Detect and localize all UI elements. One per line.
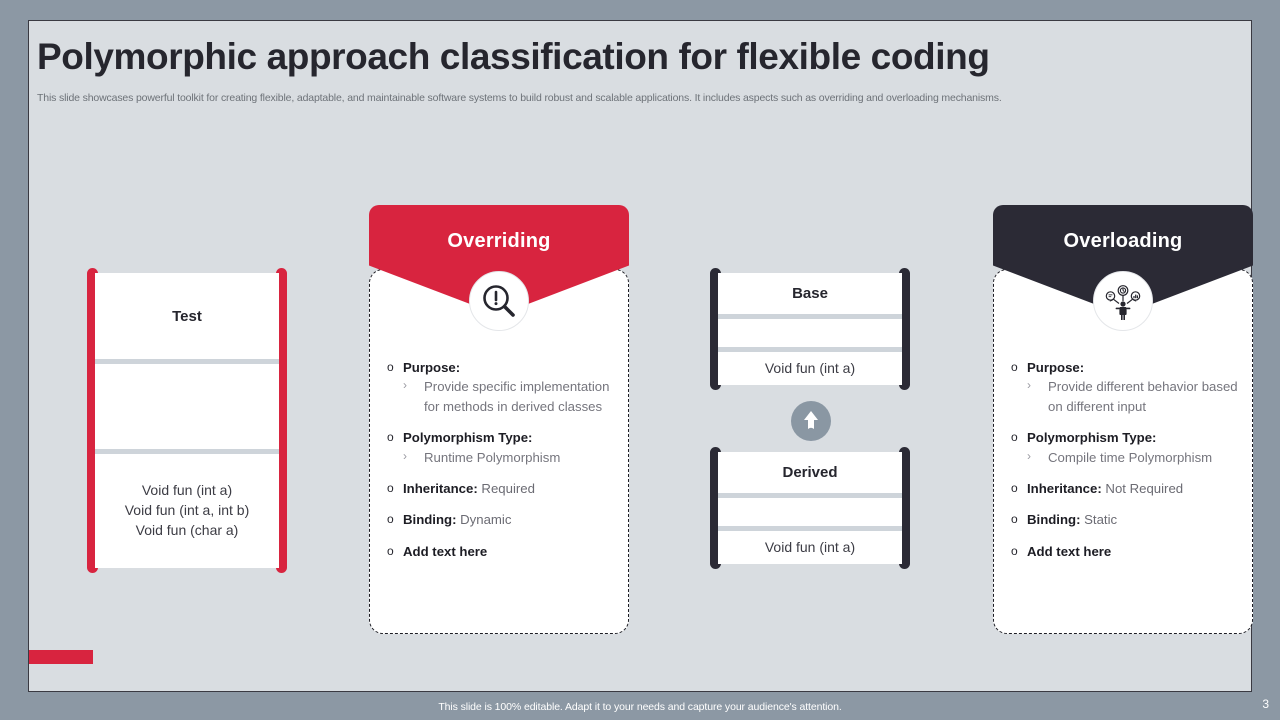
bullet-marker-icon: o: [1011, 481, 1018, 496]
inheritance-arrow-up-icon: [791, 401, 831, 441]
bullet-text: Polymorphism Type:: [403, 430, 533, 446]
bullet-sub-text: Compile time Polymorphism: [1048, 449, 1213, 465]
bullet-group: o Inheritance: Required: [387, 479, 619, 498]
bullet-group: o Purpose: › Provide specific implementatio…: [387, 358, 619, 416]
page-subtitle: This slide showcases powerful toolkit fo…: [37, 92, 1002, 104]
bullet-item: o Binding: Dynamic: [387, 510, 619, 529]
magnifier-exclamation-icon: [469, 271, 529, 331]
overriding-card: Overriding o Purpose: › Provide specific im…: [369, 205, 629, 634]
derived-class-box: Derived Void fun (int a): [710, 447, 910, 569]
page-title: Polymorphic approach classification for …: [37, 36, 990, 77]
test-box-methods: Void fun (int a) Void fun (int a, int b)…: [95, 449, 279, 568]
bullet-sub-text: Runtime Polymorphism: [424, 449, 561, 465]
bullet-item: o Polymorphism Type:: [387, 428, 619, 447]
sub-bullet-chevron-icon: ›: [1027, 448, 1031, 463]
sub-bullet-chevron-icon: ›: [403, 448, 407, 463]
bullet-text: Inheritance: Not Required: [1027, 481, 1184, 497]
bullet-text: Add text here: [1027, 543, 1112, 559]
test-box-title: Test: [172, 307, 202, 325]
derived-box-empty-section: [718, 493, 902, 526]
overloading-bullet-list: o Purpose: › Provide different behavior bas…: [1011, 358, 1243, 573]
sub-bullet-chevron-icon: ›: [403, 378, 407, 393]
derived-box-right-bar: [899, 447, 910, 569]
bullet-marker-icon: o: [387, 481, 394, 496]
bullet-sub-item: › Provide specific implementation for met…: [387, 377, 619, 416]
page-number: 3: [1262, 697, 1269, 711]
bullet-group: o Add text here: [1011, 542, 1243, 561]
base-box-left-bar: [710, 268, 721, 390]
sub-bullet-chevron-icon: ›: [1027, 378, 1031, 393]
derived-box-inner: Derived Void fun (int a): [718, 452, 902, 564]
bullet-marker-icon: o: [1011, 430, 1018, 445]
bullet-item: o Binding: Static: [1011, 510, 1243, 529]
bullet-sub-item: › Runtime Polymorphism: [387, 448, 619, 467]
derived-box-left-bar: [710, 447, 721, 569]
bullet-sub-text: Provide different behavior based on diff…: [1048, 379, 1238, 414]
bottom-accent-bar: [29, 650, 93, 664]
bullet-item: o Add text here: [387, 542, 619, 561]
test-box-left-bar: [87, 268, 98, 573]
bullet-text: Binding: Dynamic: [403, 512, 512, 528]
bullet-item: o Purpose:: [1011, 358, 1243, 377]
bullet-item: o Inheritance: Required: [387, 479, 619, 498]
bullet-marker-icon: o: [387, 543, 394, 558]
test-box-empty-section: [95, 359, 279, 449]
person-speech-bubbles-icon: [1093, 271, 1153, 331]
base-box-title: Base: [792, 285, 828, 302]
test-box-right-bar: [276, 268, 287, 573]
bullet-marker-icon: o: [387, 512, 394, 527]
bullet-group: o Polymorphism Type: › Compile time Polymor…: [1011, 428, 1243, 467]
derived-box-method: Void fun (int a): [718, 526, 902, 564]
bullet-marker-icon: o: [1011, 512, 1018, 527]
bullet-item: o Inheritance: Not Required: [1011, 479, 1243, 498]
bullet-marker-icon: o: [387, 360, 394, 374]
bullet-group: o Inheritance: Not Required: [1011, 479, 1243, 498]
bullet-group: o Purpose: › Provide different behavior bas…: [1011, 358, 1243, 416]
bullet-text: Polymorphism Type:: [1027, 430, 1157, 446]
overloading-card: Overloading: [993, 205, 1253, 634]
base-box-inner: Base Void fun (int a): [718, 273, 902, 385]
overloading-card-title: Overloading: [1063, 230, 1183, 252]
bullet-item: o Purpose:: [387, 358, 619, 377]
test-box-inner: Test Void fun (int a) Void fun (int a, i…: [95, 273, 279, 568]
bullet-item: o Polymorphism Type:: [1011, 428, 1243, 447]
base-box-empty-section: [718, 314, 902, 347]
bullet-group: o Add text here: [387, 542, 619, 561]
bullet-text: Purpose:: [1027, 360, 1085, 375]
overriding-card-title: Overriding: [447, 230, 551, 252]
bullet-sub-text: Provide specific implementation for meth…: [424, 379, 610, 414]
footer-note: This slide is 100% editable. Adapt it to…: [438, 701, 842, 713]
base-class-box: Base Void fun (int a): [710, 268, 910, 390]
bullet-text: Binding: Static: [1027, 512, 1118, 528]
slide-canvas: Polymorphic approach classification for …: [28, 20, 1253, 692]
bullet-text: Add text here: [403, 543, 488, 559]
bullet-text: Inheritance: Required: [403, 481, 535, 497]
base-box-method: Void fun (int a): [718, 347, 902, 385]
test-class-box: Test Void fun (int a) Void fun (int a, i…: [87, 268, 287, 573]
bullet-sub-item: › Provide different behavior based on dif…: [1011, 377, 1243, 416]
derived-box-title: Derived: [782, 464, 838, 481]
bullet-marker-icon: o: [1011, 360, 1018, 374]
bullet-sub-item: › Compile time Polymorphism: [1011, 448, 1243, 467]
bullet-marker-icon: o: [387, 430, 394, 445]
base-box-right-bar: [899, 268, 910, 390]
bullet-text: Purpose:: [403, 360, 461, 375]
bullet-group: o Binding: Static: [1011, 510, 1243, 529]
bullet-item: o Add text here: [1011, 542, 1243, 561]
bullet-group: o Polymorphism Type: › Runtime Polymorphism: [387, 428, 619, 467]
bullet-group: o Binding: Dynamic: [387, 510, 619, 529]
bullet-marker-icon: o: [1011, 543, 1018, 558]
overriding-bullet-list: o Purpose: › Provide specific implementatio…: [387, 358, 619, 573]
